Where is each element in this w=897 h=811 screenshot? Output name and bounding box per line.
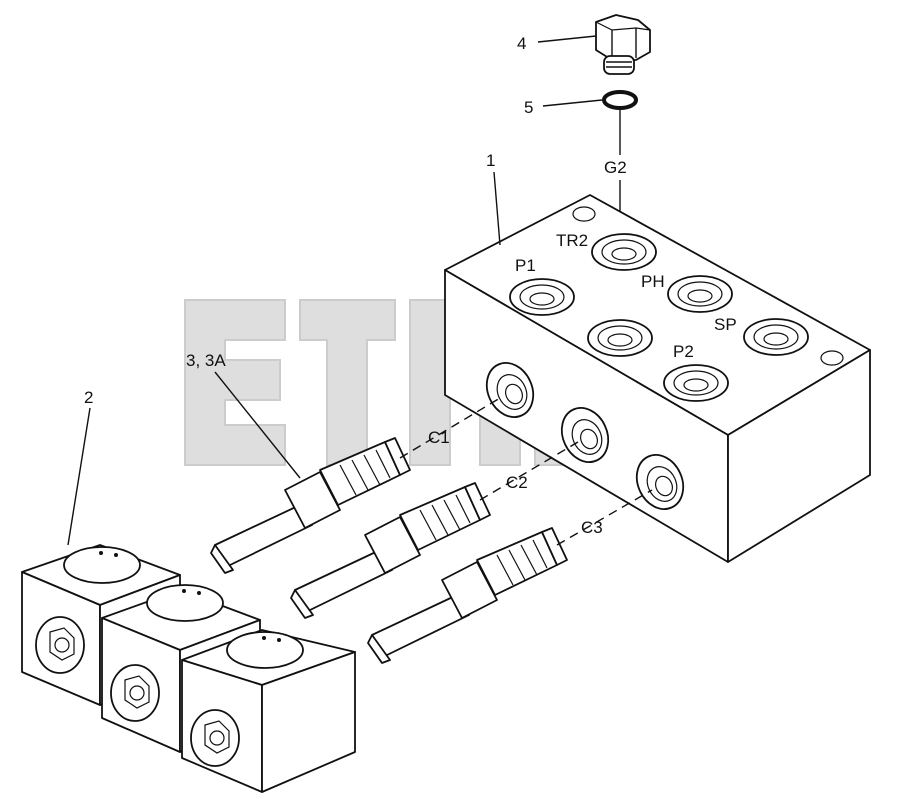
port-ph [667,275,733,313]
label-port-tr2: TR2 [556,231,588,250]
label-port-p2: P2 [673,342,694,361]
label-port-g2: G2 [604,158,627,177]
label-item-1: 1 [486,151,495,170]
label-item-4: 4 [517,34,526,53]
label-item-5: 5 [524,98,533,117]
label-item-2: 2 [84,388,93,407]
manifold-block [444,194,871,563]
port-g2 [587,319,653,357]
solenoid-coil-3 [181,629,356,793]
cartridge-valve-3 [367,527,568,664]
plug-bolt [595,14,651,75]
label-port-p1: P1 [515,256,536,275]
port-sp [743,318,809,356]
label-item-3: 3, 3A [186,351,226,370]
port-tr2 [591,233,657,271]
label-port-sp: SP [714,315,737,334]
label-port-ph: PH [641,272,665,291]
o-ring [602,90,638,110]
label-port-c1: C1 [428,428,450,447]
port-p2 [663,364,729,402]
cavity-c3 [635,454,685,510]
cartridge-valve-2 [290,482,491,619]
cavity-c2 [560,407,610,463]
mount-hole [820,350,844,366]
label-port-c3: C3 [581,518,603,537]
label-port-c2: C2 [506,473,528,492]
mount-hole [572,206,596,222]
port-p1 [509,278,575,316]
cavity-c1 [485,362,535,418]
cartridge-valve-1 [210,437,411,574]
